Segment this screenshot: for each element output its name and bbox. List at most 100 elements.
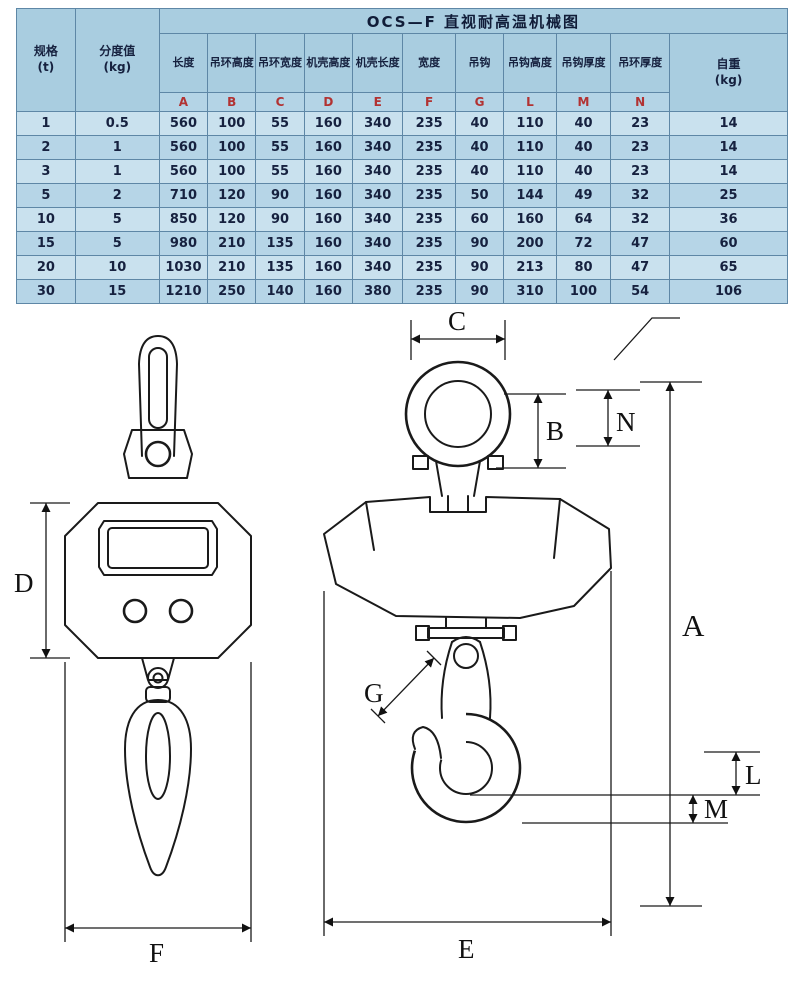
dim-value-cell: 340 (351, 255, 404, 280)
dim-value-cell: 310 (503, 279, 557, 304)
dimension-f: F (64, 662, 252, 966)
dim-value-cell: 235 (402, 159, 456, 184)
dimension-l: L (470, 751, 762, 796)
shackle-side (404, 360, 512, 513)
dim-value-cell: 40 (454, 111, 505, 136)
dim-letter-header: F (402, 92, 456, 112)
dim-value-cell: 55 (255, 111, 305, 136)
dim-value-cell: 340 (351, 207, 404, 232)
weight-cell: 14 (669, 135, 788, 160)
dim-value-cell: 560 (158, 159, 209, 184)
dim-value-cell: 23 (610, 111, 671, 136)
dim-value-cell: 560 (158, 135, 209, 160)
weight-cell: 65 (669, 255, 788, 280)
dim-name-header: 长度 (158, 33, 209, 93)
dim-value-cell: 32 (610, 183, 671, 208)
weight-cell: 60 (669, 231, 788, 256)
dim-value-cell: 135 (255, 255, 305, 280)
dim-value-cell: 23 (610, 135, 671, 160)
dim-value-cell: 100 (207, 111, 257, 136)
spec-header-line1: 规格 (33, 44, 58, 59)
dim-value-cell: 380 (351, 279, 404, 304)
dimension-c: C (410, 306, 506, 360)
dim-value-cell: 160 (303, 231, 353, 256)
weight-header-line1: 自重 (716, 56, 741, 71)
side-view-drawing: C (323, 306, 762, 964)
division-header-line1: 分度值 (99, 44, 136, 59)
dim-value-cell: 250 (207, 279, 257, 304)
weight-cell: 14 (669, 159, 788, 184)
dim-letter-header: D (303, 92, 353, 112)
dim-value-cell: 1210 (158, 279, 209, 304)
dim-label-f: F (149, 938, 164, 966)
dim-value-cell: 90 (454, 255, 505, 280)
scale-body-side (323, 496, 612, 619)
division-column-header: 分度值 (kg) (74, 8, 160, 112)
dimension-b: B (496, 393, 566, 469)
dim-value-cell: 110 (503, 159, 557, 184)
dim-label-m: M (704, 794, 728, 824)
division-cell: 5 (74, 207, 160, 232)
table-title: OCS—F 直视耐高温机械图 (158, 8, 789, 34)
dim-value-cell: 90 (454, 279, 505, 304)
dim-value-cell: 340 (351, 183, 404, 208)
dim-value-cell: 110 (503, 111, 557, 136)
dim-value-cell: 49 (555, 183, 612, 208)
dim-value-cell: 210 (207, 231, 257, 256)
dim-value-cell: 200 (503, 231, 557, 256)
title-row: 规格 (t) 分度值 (kg) OCS—F 直视耐高温机械图 (16, 8, 789, 112)
dim-value-cell: 980 (158, 231, 209, 256)
dim-value-cell: 120 (207, 207, 257, 232)
dim-label-d: D (14, 568, 34, 598)
dim-value-cell: 160 (503, 207, 557, 232)
dim-value-cell: 60 (454, 207, 505, 232)
left-lug (412, 455, 429, 470)
dim-value-cell: 235 (402, 135, 456, 160)
dimension-a: A (640, 381, 705, 907)
technical-drawings: D F C (0, 306, 800, 966)
dim-value-cell: 50 (454, 183, 505, 208)
dim-value-cell: 160 (303, 111, 353, 136)
hook-front (124, 657, 192, 877)
dim-value-cell: 47 (610, 231, 671, 256)
dim-value-cell: 160 (303, 207, 353, 232)
dim-letter-header: N (610, 92, 671, 112)
shackle-pin-hole (144, 440, 172, 468)
display-screen (107, 527, 209, 569)
dim-value-cell: 100 (207, 159, 257, 184)
right-lug (487, 455, 504, 470)
dim-letter-header: E (351, 92, 404, 112)
dim-name-header: 宽度 (402, 33, 456, 93)
dim-name-header: 吊环宽度 (255, 33, 305, 93)
dim-value-cell: 160 (303, 279, 353, 304)
weight-cell: 14 (669, 111, 788, 136)
dim-value-cell: 40 (555, 111, 612, 136)
dim-value-cell: 1030 (158, 255, 209, 280)
dim-value-cell: 55 (255, 159, 305, 184)
dimension-d: D (14, 502, 70, 659)
dim-value-cell: 340 (351, 231, 404, 256)
dim-label-c: C (448, 306, 466, 336)
dim-name-header: 吊环高度 (207, 33, 257, 93)
dim-name-header-row: 长度 吊环高度 吊环宽度 机壳高度 机壳长度 宽度 吊钩 吊钩高度 吊钩厚度 吊… (17, 33, 788, 112)
dim-name-header: 吊钩厚度 (555, 33, 612, 93)
dim-label-l: L (745, 760, 762, 790)
dim-value-cell: 235 (402, 183, 456, 208)
division-header-line2: (kg) (103, 60, 132, 74)
division-cell: 0.5 (74, 111, 160, 136)
dim-letter-header: L (503, 92, 557, 112)
dim-value-cell: 47 (610, 255, 671, 280)
scale-body-front (64, 502, 252, 659)
dim-value-cell: 40 (454, 159, 505, 184)
spec-cell: 10 (16, 207, 76, 232)
dim-value-cell: 160 (303, 183, 353, 208)
hook-eye (453, 643, 479, 669)
front-view-drawing: D F (14, 335, 252, 966)
hook-side (372, 617, 522, 824)
dim-value-cell: 160 (303, 159, 353, 184)
dim-value-cell: 144 (503, 183, 557, 208)
